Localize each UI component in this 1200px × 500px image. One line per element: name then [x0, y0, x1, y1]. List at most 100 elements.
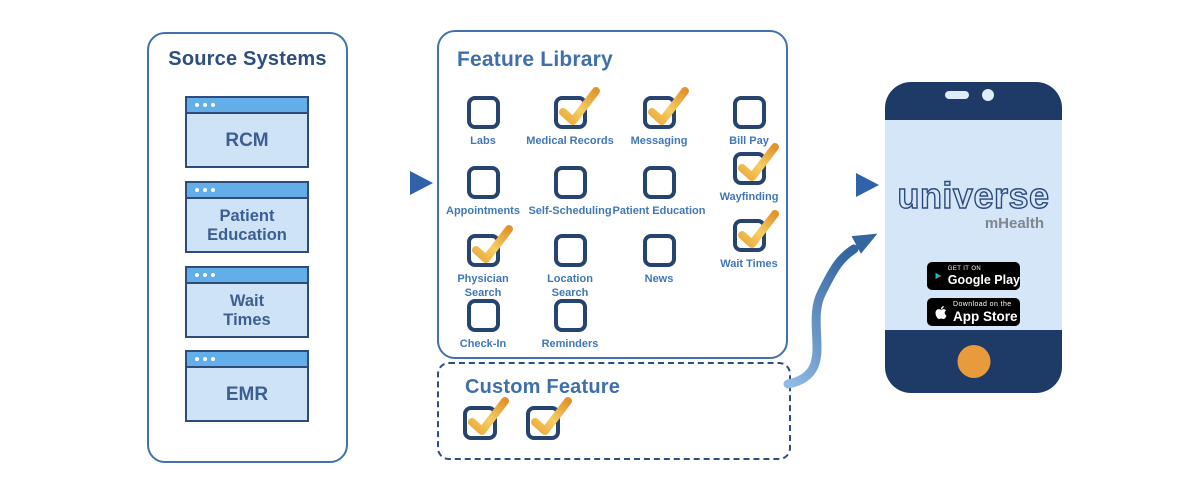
logo-mhealth: mHealth — [984, 215, 1044, 232]
checkbox[interactable] — [466, 166, 500, 199]
window-dot-icon — [211, 273, 215, 277]
app-logo: universe mHealth — [885, 175, 1062, 232]
phone-mockup: universe mHealth GET IT ON Google Play — [885, 82, 1062, 393]
checkbox[interactable] — [732, 96, 766, 129]
feature-item-wayfinding: Wayfinding — [699, 143, 799, 205]
feature-item-news: News — [609, 234, 709, 287]
play-store-icon — [935, 272, 942, 280]
feature-label: Bill Pay — [729, 135, 769, 147]
feature-item-messaging: Messaging — [609, 87, 709, 149]
apple-icon — [935, 305, 947, 319]
app-store-badge[interactable]: Download on the App Store — [927, 298, 1020, 326]
badge-tagline: Download on the — [953, 301, 1012, 308]
feature-item-physician-search: Physician Search — [433, 225, 533, 301]
badge-tagline: GET IT ON — [947, 266, 982, 272]
check-icon — [558, 87, 600, 125]
feature-item-appointments: Appointments — [433, 166, 533, 219]
feature-label: Reminders — [541, 338, 599, 350]
checkbox[interactable] — [553, 166, 587, 199]
browser-window-rcm: RCM — [185, 96, 309, 168]
checkbox[interactable] — [553, 87, 600, 129]
system-label: Patient Education — [207, 207, 287, 244]
feature-item-reminders: Reminders — [520, 299, 620, 352]
checkbox[interactable] — [642, 87, 689, 129]
camera-icon — [982, 89, 994, 101]
window-titlebar — [187, 183, 307, 199]
custom-feature-panel: Custom Feature — [437, 362, 791, 460]
window-dot-icon — [211, 188, 215, 192]
system-label: EMR — [225, 384, 269, 406]
checkbox[interactable] — [466, 96, 500, 129]
feature-item-labs: Labs — [433, 96, 533, 149]
window-titlebar — [187, 352, 307, 368]
feature-label: Location Search — [547, 273, 593, 299]
checkbox[interactable] — [642, 166, 676, 199]
check-icon — [471, 225, 513, 263]
phone-screen: universe mHealth GET IT ON Google Play — [885, 120, 1062, 330]
feature-label: Labs — [470, 135, 496, 147]
window-dot-icon — [195, 273, 199, 277]
custom-feature-title: Custom Feature — [465, 376, 621, 398]
feature-item-check-in: Check-In — [433, 299, 533, 352]
feature-label: Appointments — [446, 205, 520, 217]
feature-label: Wayfinding — [719, 191, 779, 203]
feature-item-wait-times: Wait Times — [699, 210, 799, 272]
arrow-right-icon — [790, 173, 879, 197]
checkbox[interactable] — [553, 299, 587, 332]
checkbox[interactable] — [466, 225, 513, 267]
window-dot-icon — [211, 357, 215, 361]
feature-label: Self-Scheduling — [528, 205, 612, 217]
home-button-icon — [957, 345, 990, 378]
check-icon — [737, 210, 779, 248]
badge-store-name: App Store — [953, 308, 1018, 324]
feature-item-self-scheduling: Self-Scheduling — [520, 166, 620, 219]
window-dot-icon — [203, 103, 207, 107]
browser-window-patient-education: Patient Education — [185, 181, 309, 253]
feature-label: Check-In — [459, 338, 507, 350]
feature-label: Messaging — [630, 135, 688, 147]
window-dot-icon — [195, 188, 199, 192]
checkbox[interactable] — [732, 210, 779, 252]
check-icon — [531, 397, 572, 435]
browser-window-emr: EMR — [185, 350, 309, 422]
checkbox[interactable] — [463, 397, 509, 440]
feature-label: Physician Search — [457, 273, 509, 299]
feature-label: Medical Records — [526, 135, 614, 147]
arrow-right-icon — [348, 171, 433, 195]
window-titlebar — [187, 268, 307, 284]
feature-item-patient-education: Patient Education — [609, 166, 709, 219]
badge-store-name: Google Play — [947, 272, 1020, 287]
feature-label: Patient Education — [612, 205, 706, 217]
source-systems-title: Source Systems — [168, 48, 327, 70]
window-dot-icon — [203, 188, 207, 192]
feature-label: News — [644, 273, 674, 285]
window-dot-icon — [195, 103, 199, 107]
feature-item-location-search: Location Search — [520, 234, 620, 301]
curved-arrow-icon — [783, 233, 878, 389]
feature-library-panel: Feature Library Labs Medical Records Mes… — [437, 30, 788, 359]
checkbox[interactable] — [642, 234, 676, 267]
system-label: Wait Times — [223, 292, 271, 329]
feature-item-medical-records: Medical Records — [520, 87, 620, 149]
feature-item-bill-pay: Bill Pay — [699, 96, 799, 149]
checkbox[interactable] — [466, 299, 500, 332]
checkbox[interactable] — [732, 143, 779, 185]
speaker-icon — [945, 91, 969, 99]
window-titlebar — [187, 98, 307, 114]
check-icon — [647, 87, 689, 125]
source-systems-panel: Source Systems RCM Patient Education Wai… — [147, 32, 348, 463]
check-icon — [468, 397, 509, 435]
logo-universe: universe — [897, 175, 1050, 216]
google-play-badge[interactable]: GET IT ON Google Play — [927, 262, 1020, 290]
feature-label: Wait Times — [720, 258, 778, 270]
check-icon — [737, 143, 779, 181]
window-dot-icon — [211, 103, 215, 107]
system-label: RCM — [225, 130, 269, 152]
window-dot-icon — [203, 357, 207, 361]
checkbox[interactable] — [526, 397, 572, 440]
checkbox[interactable] — [553, 234, 587, 267]
window-dot-icon — [195, 357, 199, 361]
feature-library-title: Feature Library — [457, 48, 613, 71]
browser-window-wait-times: Wait Times — [185, 266, 309, 338]
